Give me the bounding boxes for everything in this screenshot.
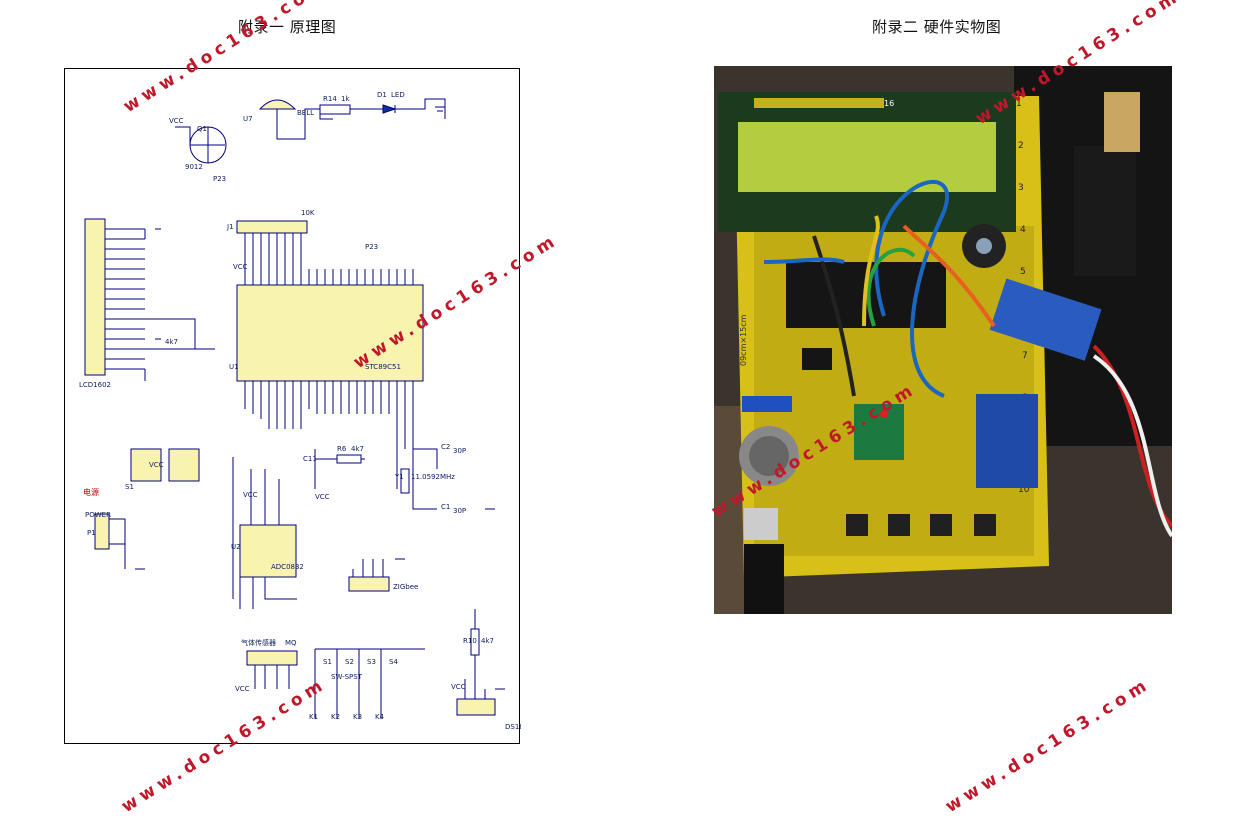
label-bell: BELL: [297, 109, 314, 117]
label-p1: P1: [87, 529, 96, 537]
label-r14: R14: [323, 95, 337, 103]
watermark-6: www.doc163.com: [942, 673, 1155, 817]
col-3: 3: [1018, 183, 1024, 193]
col-5: 5: [1020, 267, 1026, 277]
label-k4: K4: [375, 713, 385, 721]
zigbee-module: [348, 576, 390, 592]
col-10: 10: [1018, 485, 1030, 495]
col-7: 7: [1022, 351, 1028, 361]
label-s2: S2: [345, 658, 354, 666]
adc0832: [239, 524, 297, 578]
label-r6: R6: [337, 445, 347, 453]
label-r10: R10: [463, 637, 477, 645]
label-s1-switch: S1: [323, 658, 332, 666]
lcd1602-connector: [84, 218, 106, 376]
push-buttons: [846, 514, 996, 536]
label-r6-value: 4k7: [351, 445, 364, 453]
col-2: 2: [1018, 141, 1024, 151]
label-vcc-top: VCC: [169, 117, 184, 125]
label-lcd1602: LCD1602: [79, 381, 111, 389]
schematic-svg: U7 BELL R14 1k D1 LED Q1 9012 VCC P23 LC…: [79, 91, 521, 731]
label-ds18b20: DS18B20: [505, 723, 521, 731]
hardware-photo-svg: 16 1 2 3 4 5 6 7 8 9 10 09cm×15cm: [714, 66, 1172, 614]
label-vcc-mcu: VCC: [233, 263, 248, 271]
label-c2: C2: [441, 443, 450, 451]
label-mq: MQ: [285, 639, 297, 647]
appendix-2-caption: 附录二 硬件实物图: [872, 18, 1002, 36]
label-r2-value: 4k7: [165, 338, 178, 346]
label-r10-value: 4k7: [481, 637, 494, 645]
usb-serial-module: [989, 278, 1102, 361]
label-vcc-power: VCC: [149, 461, 164, 469]
label-k3: K3: [353, 713, 362, 721]
label-power: POWER: [85, 511, 111, 519]
label-zigbee: ZIGbee: [393, 583, 418, 591]
label-c1-value: 30P: [453, 507, 466, 515]
gas-sensor-header: [246, 650, 298, 666]
label-u2: U2: [231, 543, 241, 551]
buzzer-u7: [258, 99, 297, 110]
label-y1-value: 11.0592MHz: [411, 473, 455, 481]
label-s3: S3: [367, 658, 376, 666]
label-gas-sensor: 气体传感器: [241, 638, 276, 647]
label-j1: J1: [226, 223, 234, 231]
label-vcc-c11: VCC: [315, 493, 330, 501]
label-u7: U7: [243, 115, 253, 123]
label-vcc-ds18b20: VCC: [451, 683, 466, 691]
usb-dongle: [1074, 146, 1136, 276]
label-vcc-adc: VCC: [243, 491, 258, 499]
mcu-stc89c51: [236, 284, 424, 382]
label-stc89c51: STC89C51: [365, 363, 401, 371]
label-r14-value: 1k: [341, 95, 350, 103]
ds18b20-board: [854, 404, 904, 460]
zigbee-module-board: [976, 394, 1038, 488]
label-10k: 10K: [301, 209, 315, 217]
power-jack: [744, 544, 784, 614]
label-k1: K1: [309, 713, 318, 721]
label-q1: Q1: [197, 125, 207, 133]
label-s1: S1: [125, 483, 134, 491]
label-d1: D1: [377, 91, 387, 99]
label-q1-value: 9012: [185, 163, 203, 171]
label-p23: P23: [213, 175, 226, 183]
hardware-photo: 16 1 2 3 4 5 6 7 8 9 10 09cm×15cm: [714, 66, 1172, 614]
switch-array: [314, 648, 425, 719]
schematic-diagram: U7 BELL R14 1k D1 LED Q1 9012 VCC P23 LC…: [64, 68, 521, 744]
label-led: LED: [391, 91, 405, 99]
board-size-label: 09cm×15cm: [739, 314, 748, 366]
label-adc0832: ADC0832: [271, 563, 304, 571]
col-1: 1: [1016, 99, 1022, 109]
col-4: 4: [1020, 225, 1026, 235]
label-u1: U1: [229, 363, 239, 371]
label-vcc-sensor: VCC: [235, 685, 250, 693]
label-power-cn: 电源: [83, 487, 99, 497]
label-c11: C11: [303, 455, 317, 463]
appendix-1-caption: 附录一 原理图: [238, 18, 337, 36]
label-p23-mcu: P23: [365, 243, 378, 251]
label-y1: Y1: [394, 473, 404, 481]
label-s4: S4: [389, 658, 398, 666]
label-k2: K2: [331, 713, 340, 721]
label-c2-value: 30P: [453, 447, 466, 455]
lcd-pin-16: 16: [884, 99, 894, 108]
label-sw-1: SW-SPST: [331, 673, 363, 681]
power-connector: [94, 513, 110, 550]
ds18b20: [456, 698, 496, 716]
lcd-screen: [738, 122, 996, 192]
label-c1: C1: [441, 503, 450, 511]
